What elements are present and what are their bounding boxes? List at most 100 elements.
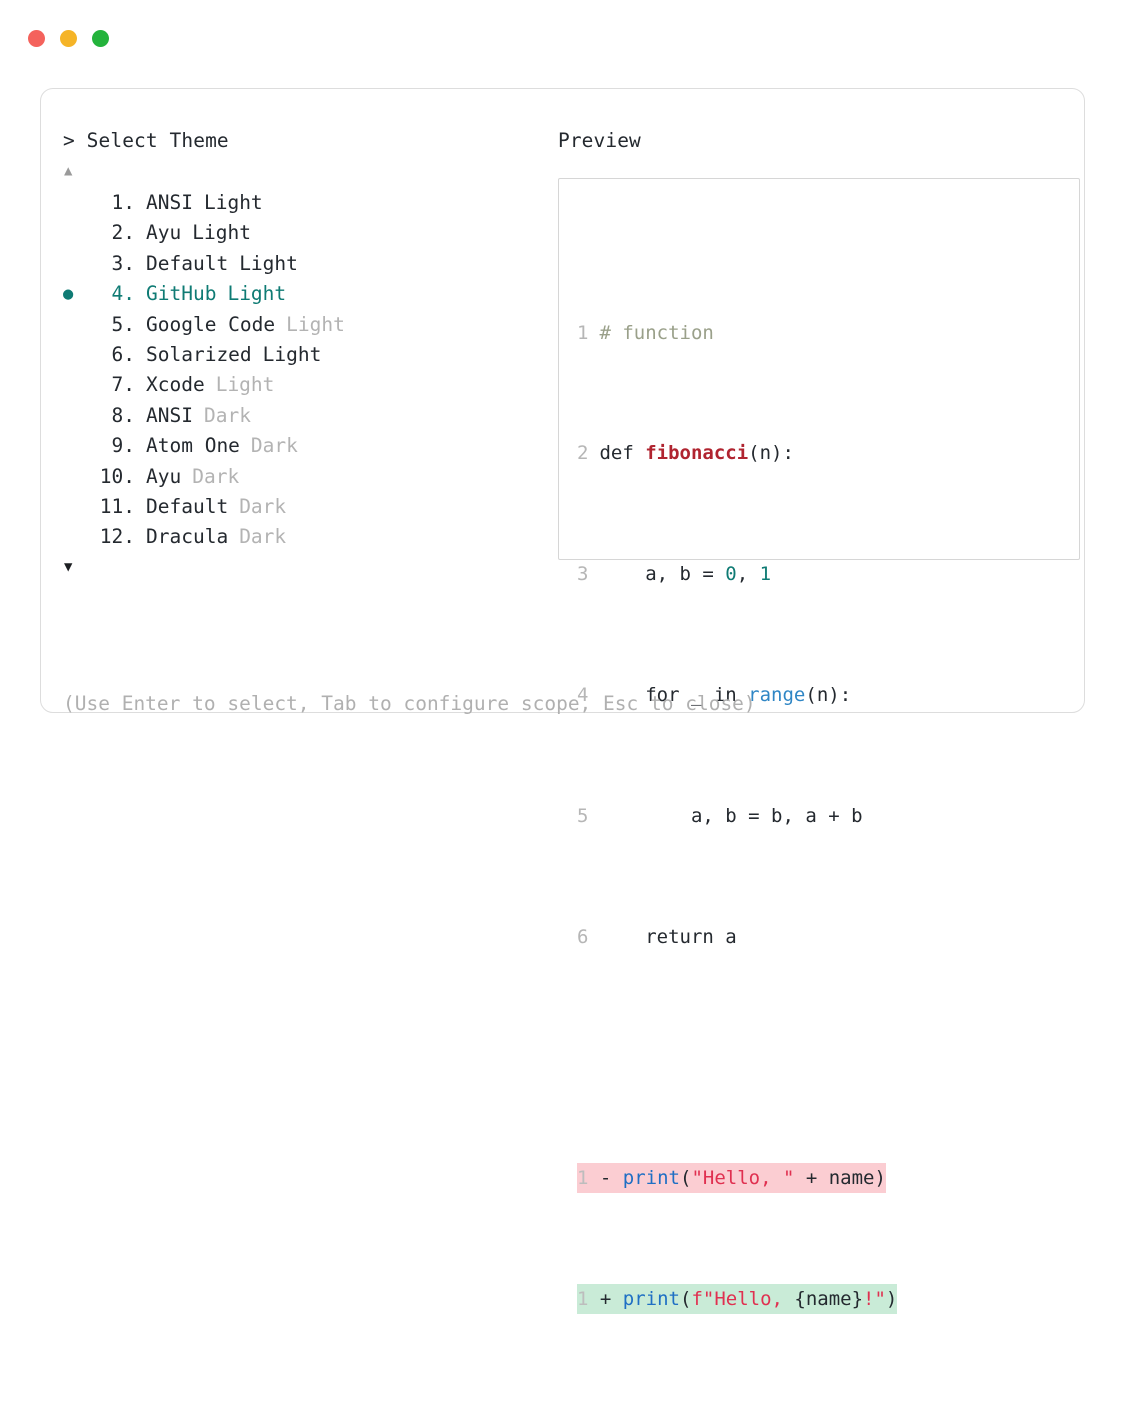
card-content: > Select Theme ▲ 1. ANSI Light 2. Ay xyxy=(63,129,1080,1315)
theme-item-index: 9. xyxy=(111,434,135,458)
theme-item-name: Xcode xyxy=(146,373,205,397)
code-string-literal: "Hello, " xyxy=(691,1167,795,1190)
code-fstring-tail: !" xyxy=(863,1287,886,1310)
maximize-button[interactable] xyxy=(92,30,109,47)
theme-list-item-5[interactable]: 5. Google Code Light xyxy=(63,310,533,340)
line-number: 6 xyxy=(577,925,589,948)
theme-list-item-7[interactable]: 7. Xcode Light xyxy=(63,370,533,400)
theme-item-name: Google Code xyxy=(146,312,276,336)
theme-item-name: ANSI xyxy=(146,403,193,427)
theme-item-index: 6. xyxy=(111,342,135,366)
theme-item-name: Dracula xyxy=(146,525,229,549)
code-print-call: print xyxy=(622,1287,680,1310)
theme-list-item-12[interactable]: 12. Dracula Dark xyxy=(63,522,533,552)
theme-item-index: 3. xyxy=(111,251,135,275)
theme-list-item-9[interactable]: 9. Atom One Dark xyxy=(63,431,533,461)
preview-panel: Preview 1 # function 2 def fibonacci(n):… xyxy=(558,129,1083,1315)
theme-item-index: 8. xyxy=(111,403,135,427)
diff-line-number: 1 xyxy=(577,1287,589,1310)
theme-picker-card: > Select Theme ▲ 1. ANSI Light 2. Ay xyxy=(40,88,1085,1315)
close-button[interactable] xyxy=(28,30,45,47)
theme-selector-panel: > Select Theme ▲ 1. ANSI Light 2. Ay xyxy=(63,129,533,577)
code-line-5: 5 a, b = b, a + b xyxy=(577,801,897,831)
theme-list-item-6[interactable]: 6. Solarized Light xyxy=(63,340,533,370)
theme-list-item-3[interactable]: 3. Default Light xyxy=(63,249,533,279)
theme-list-item-2[interactable]: 2. Ayu Light xyxy=(63,218,533,248)
code-line-1: 1 # function xyxy=(577,318,897,348)
theme-item-index: 2. xyxy=(111,221,135,245)
code-function-name: fibonacci xyxy=(645,442,749,465)
code-number-one: 1 xyxy=(759,563,772,586)
code-line-6: 6 return a xyxy=(577,922,897,952)
theme-item-name: Default xyxy=(146,494,229,518)
theme-list-item-8[interactable]: 8. ANSI Dark xyxy=(63,401,533,431)
code-blank-line xyxy=(577,1042,897,1072)
scroll-up-arrow[interactable]: ▲ xyxy=(64,163,73,179)
theme-list-item-1[interactable]: 1. ANSI Light xyxy=(63,188,533,218)
code-assignment: a, b = xyxy=(599,563,726,586)
code-line-2: 2 def fibonacci(n): xyxy=(577,438,897,468)
line-number: 5 xyxy=(577,804,589,827)
theme-list-item-4-selected[interactable]: ● 4. GitHub Light xyxy=(63,279,533,309)
diff-plus-marker: + xyxy=(588,1287,623,1310)
select-theme-prompt: > Select Theme xyxy=(63,129,229,152)
theme-item-variant: Dark xyxy=(239,525,287,549)
diff-deletion-line: 1 - print("Hello, " + name) xyxy=(577,1163,886,1194)
code-paren-close: ) xyxy=(874,1167,886,1190)
code-fstring-placeholder: {name} xyxy=(794,1287,864,1310)
diff-minus-marker: - xyxy=(588,1167,623,1190)
code-number-zero: 0 xyxy=(725,563,737,586)
theme-item-variant: Dark xyxy=(203,403,251,427)
app-window: > Select Theme ▲ 1. ANSI Light 2. Ay xyxy=(28,30,1085,1315)
code-fstring-literal: f"Hello, xyxy=(691,1287,795,1310)
theme-item-variant: Dark xyxy=(239,494,287,518)
theme-list-item-11[interactable]: 11. Default Dark xyxy=(63,492,533,522)
keyboard-hint: (Use Enter to select, Tab to configure s… xyxy=(63,692,756,715)
code-paren-open: ( xyxy=(679,1167,692,1190)
code-comment: # function xyxy=(599,321,714,344)
code-line-4: 4 for _ in range(n): xyxy=(577,680,897,710)
theme-item-name: Solarized xyxy=(146,342,252,366)
theme-item-index: 11. xyxy=(99,494,135,518)
theme-item-name: Default xyxy=(146,251,229,275)
theme-list[interactable]: 1. ANSI Light 2. Ayu Light 3. xyxy=(63,188,533,553)
minimize-button[interactable] xyxy=(60,30,77,47)
theme-item-variant: Light xyxy=(262,342,322,366)
theme-item-variant: Dark xyxy=(192,464,240,488)
diff-addition-row: 1 + print(f"Hello, {name}!") xyxy=(577,1283,898,1315)
theme-list-item-10[interactable]: 10. Ayu Dark xyxy=(63,462,533,492)
diff-addition-line: 1 + print(f"Hello, {name}!") xyxy=(577,1283,898,1315)
theme-item-name: Ayu xyxy=(146,221,182,245)
window-titlebar xyxy=(28,30,109,47)
code-range-args: (n): xyxy=(805,684,852,706)
theme-item-variant: Light xyxy=(286,312,345,336)
code-print-call: print xyxy=(622,1167,680,1190)
theme-item-index: 10. xyxy=(99,464,135,488)
scroll-down-arrow[interactable]: ▼ xyxy=(64,558,73,575)
theme-item-name: Atom One xyxy=(146,434,240,458)
code-swap-statement: a, b = b, a + b xyxy=(599,804,863,827)
selection-bullet-icon: ● xyxy=(63,284,74,305)
theme-item-index: 1. xyxy=(111,191,135,214)
code-keyword-def: def xyxy=(599,442,646,465)
code-block: 1 # function 2 def fibonacci(n): 3 a, b … xyxy=(577,227,898,1405)
code-comma: , xyxy=(736,563,760,586)
code-concat-expr: + name xyxy=(794,1167,875,1190)
theme-item-variant: Light xyxy=(239,251,298,275)
line-number: 4 xyxy=(577,684,589,706)
theme-item-variant: Dark xyxy=(250,434,298,458)
theme-item-variant: Light xyxy=(203,191,263,214)
code-preview-box: 1 # function 2 def fibonacci(n): 3 a, b … xyxy=(558,178,1080,1315)
diff-deletion-row: 1 - print("Hello, " + name) xyxy=(577,1163,897,1194)
code-paren-open: ( xyxy=(679,1287,692,1310)
theme-item-variant: Light xyxy=(192,221,251,245)
line-number: 3 xyxy=(577,563,589,586)
theme-item-index: 7. xyxy=(111,373,135,397)
theme-item-name: ANSI xyxy=(146,191,193,214)
theme-item-index: 12. xyxy=(99,525,135,549)
code-paren-close: ) xyxy=(885,1287,898,1310)
theme-item-name: GitHub xyxy=(146,282,217,306)
theme-item-variant: Light xyxy=(215,373,275,397)
line-number: 2 xyxy=(577,442,589,465)
code-line-3: 3 a, b = 0, 1 xyxy=(577,559,897,589)
